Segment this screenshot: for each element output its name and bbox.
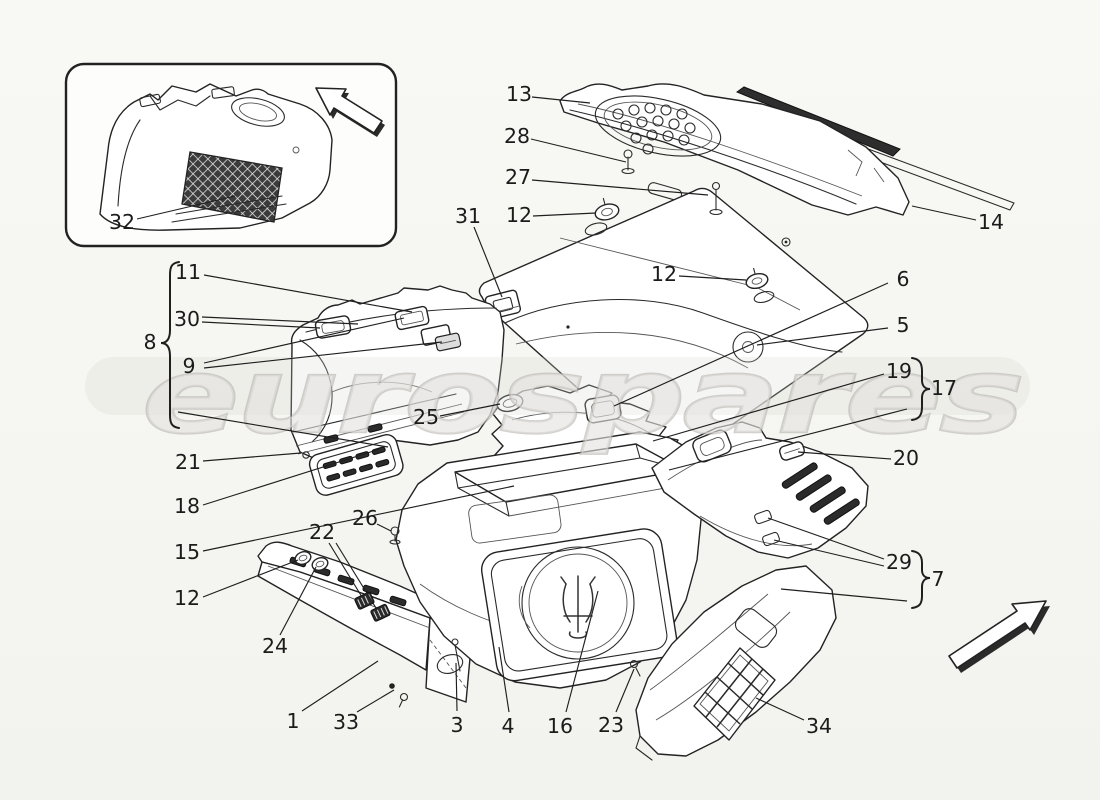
panel-clip-b — [434, 332, 462, 352]
part-label-5: 5 — [896, 313, 909, 337]
watermark: eurospares — [85, 334, 1030, 458]
part-label-12c: 12 — [174, 586, 200, 610]
part-label-6: 6 — [896, 267, 909, 291]
part-label-1: 1 — [286, 709, 299, 733]
trim-clip-b — [762, 531, 780, 547]
part-label-4: 4 — [501, 714, 514, 738]
shelf-bolt — [709, 181, 723, 216]
part-label-23: 23 — [598, 713, 624, 737]
inset-arrow-up-left-icon — [315, 87, 385, 137]
part-label-14: 14 — [978, 210, 1004, 234]
parcel-shelf — [559, 83, 1015, 216]
part-label-34: 34 — [806, 714, 832, 738]
mat-clip-top — [594, 197, 620, 221]
part-label-28: 28 — [504, 124, 530, 148]
part-label-31: 31 — [455, 204, 481, 228]
brackets — [160, 261, 931, 609]
part-label-30: 30 — [174, 307, 200, 331]
part-label-24: 24 — [262, 634, 288, 658]
panel-screw — [302, 451, 310, 459]
part-label-25: 25 — [413, 405, 439, 429]
part-label-20: 20 — [893, 446, 919, 470]
part-label-3: 3 — [450, 713, 463, 737]
right-trim-screw — [629, 659, 641, 677]
mid-mat-oval — [496, 393, 524, 413]
luggage-net — [181, 151, 283, 223]
carpet-mat-main — [478, 187, 869, 467]
part-label-8: 8 — [143, 330, 156, 354]
part-label-27: 27 — [505, 165, 531, 189]
net-panel — [693, 647, 776, 741]
direction-arrow-up-right-icon — [948, 600, 1050, 673]
part-label-15: 15 — [174, 540, 200, 564]
part-label-26: 26 — [352, 506, 378, 530]
inset-trim-panel — [99, 83, 333, 231]
part-label-11: 11 — [175, 260, 201, 284]
part-label-22: 22 — [309, 520, 335, 544]
part-label-19: 19 — [886, 359, 912, 383]
part-label-21: 21 — [175, 450, 201, 474]
part-label-18: 18 — [174, 494, 200, 518]
right-trim-pad — [779, 441, 805, 461]
right-trim-pocket — [692, 429, 732, 463]
part-label-7: 7 — [931, 567, 944, 591]
part-label-12b: 12 — [651, 262, 677, 286]
floor-tub-mat — [389, 431, 704, 689]
part-label-12a: 12 — [506, 203, 532, 227]
part-label-9: 9 — [182, 354, 195, 378]
leader-lines — [136, 96, 977, 721]
part-label-32: 32 — [109, 210, 135, 234]
part-label-13: 13 — [506, 82, 532, 106]
mat-pad — [584, 394, 622, 424]
part-label-17: 17 — [931, 376, 957, 400]
speaker-holes — [612, 102, 696, 155]
sill-screw — [398, 692, 409, 708]
shelf-screw — [621, 149, 635, 175]
watermark-text: eurospares — [142, 335, 1022, 457]
mat-clip-right — [745, 267, 769, 290]
sill-rivet — [389, 683, 395, 689]
panel-lid-slot — [394, 305, 430, 331]
part-label-16: 16 — [547, 714, 573, 738]
spare-wheel-cover — [480, 528, 678, 682]
part-label-29: 29 — [886, 550, 912, 574]
tub-bolt — [451, 638, 461, 672]
right-trim-upper — [651, 421, 869, 559]
trim-clip-a — [754, 509, 772, 525]
part-label-33: 33 — [333, 710, 359, 734]
inset-box — [64, 62, 398, 248]
sill-trim — [257, 541, 473, 708]
